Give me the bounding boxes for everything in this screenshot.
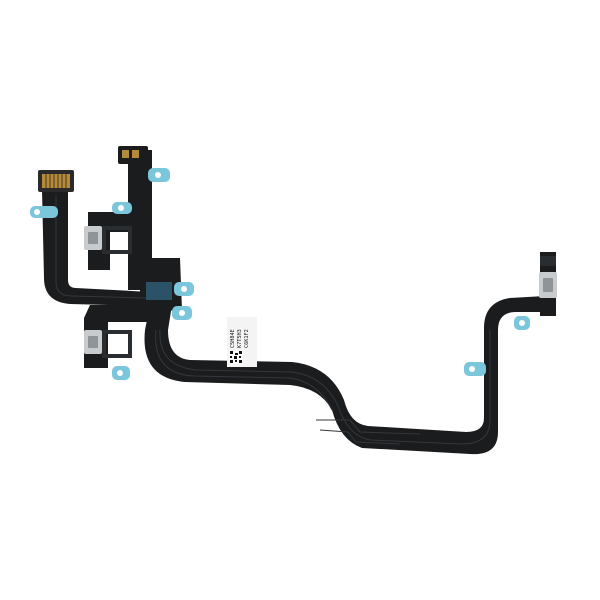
switch-right: [539, 256, 557, 298]
mounting-tab: [172, 306, 192, 320]
mounting-tab: [148, 168, 170, 182]
flex-ribbon-left: [42, 190, 150, 306]
label-line-1: C5H84E: [230, 329, 236, 348]
mounting-tab: [514, 316, 530, 330]
label-line-2: K7T5H3: [237, 329, 243, 348]
flex-traces: [55, 196, 491, 445]
mounting-tab: [174, 282, 194, 296]
board-connector: [38, 170, 74, 192]
label-line-3: C6K1F2: [244, 329, 250, 348]
switch-upper-left: [84, 226, 132, 254]
mounting-tab: [464, 362, 486, 376]
flex-ribbon-main: [144, 296, 545, 455]
mounting-tab: [112, 202, 132, 214]
mounting-tab: [112, 366, 130, 380]
mounting-tabs: [30, 168, 530, 380]
top-contact-pad: [118, 146, 148, 164]
flex-cable: C5H84E K7T5H3 C6K1F2: [30, 146, 557, 455]
switch-lower-left: [84, 330, 132, 358]
mounting-tab: [30, 206, 58, 218]
qr-code: [229, 350, 243, 364]
flex-stiffener-blue: [146, 282, 172, 300]
label-sticker: C5H84E K7T5H3 C6K1F2: [227, 317, 257, 367]
